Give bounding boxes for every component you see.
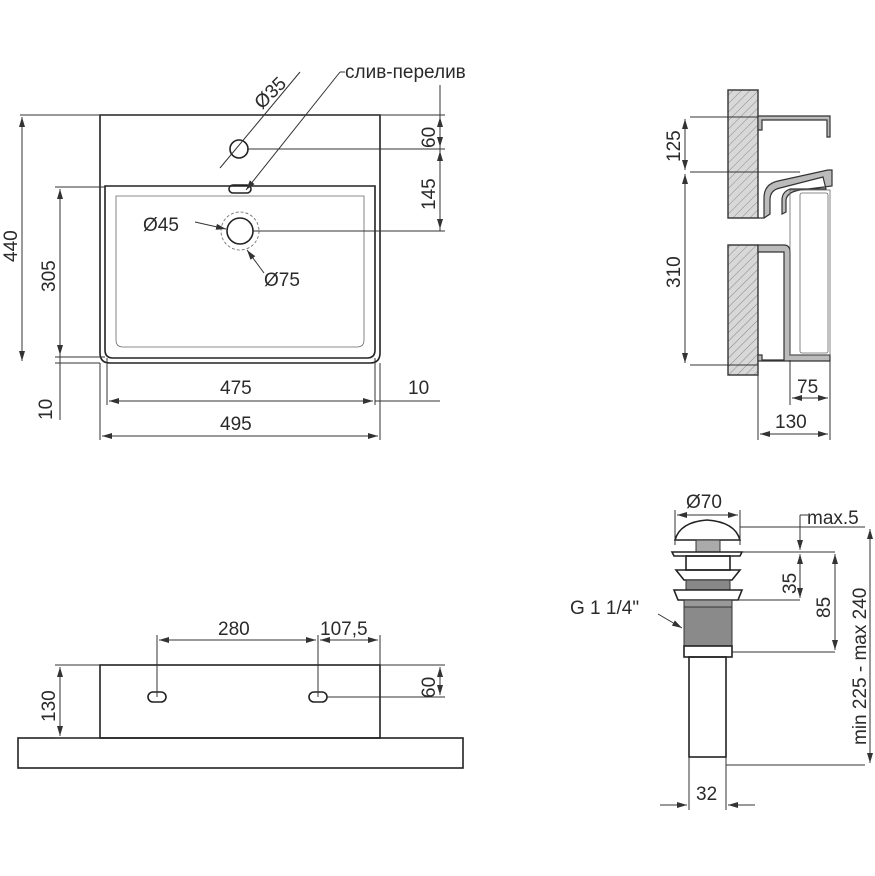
drain-cap: [673, 519, 742, 541]
dim-305: 305: [39, 260, 60, 292]
dim-85: 85: [814, 597, 835, 618]
dim-d75: Ø75: [264, 270, 300, 291]
dim-145: 145: [419, 178, 440, 210]
dim-475: 475: [220, 378, 252, 399]
dim-32: 32: [696, 784, 717, 805]
drain-hole: [226, 217, 254, 245]
thread-label: G 1 1/4": [570, 598, 639, 619]
dim-10-right: 10: [408, 378, 429, 399]
drain-valve: Ø70 max.5 G 1 1/4" 35 85 min 225 - max 2…: [570, 492, 873, 810]
dim-height-range: min 225 - max 240: [850, 588, 871, 745]
dim-107-5: 107,5: [320, 619, 368, 640]
wall-section-bottom: [727, 244, 759, 376]
dim-310: 310: [664, 256, 685, 288]
dim-125: 125: [664, 130, 685, 162]
dim-d70: Ø70: [686, 492, 722, 513]
dim-10-left: 10: [36, 399, 57, 420]
thread: [683, 606, 733, 647]
front-view: 280 107,5 130 60: [17, 619, 464, 769]
tap-hole: [229, 139, 249, 159]
countertop: [17, 737, 464, 769]
dim-280: 280: [218, 619, 250, 640]
bowl-outline: [104, 185, 376, 359]
dim-495: 495: [220, 414, 252, 435]
basin-front: [99, 664, 381, 739]
drain-pipe: [688, 656, 727, 758]
dim-440: 440: [1, 230, 22, 262]
dim-d35: Ø35: [251, 73, 291, 113]
top-view: слив-перелив Ø35 Ø45 Ø75 440 305 10 60 1…: [1, 62, 466, 440]
dim-35: 35: [780, 573, 801, 594]
dim-max5: max.5: [807, 508, 859, 529]
dim-d45: Ø45: [143, 215, 179, 236]
dim-60: 60: [419, 127, 440, 148]
basin-outline: [99, 114, 381, 364]
dim-75: 75: [797, 377, 818, 398]
wall-section-top: [727, 89, 759, 219]
dim-130: 130: [775, 412, 807, 433]
dim-60-front: 60: [419, 677, 440, 698]
side-view: 125 310 75 130: [664, 89, 833, 440]
dim-130-front: 130: [39, 690, 60, 722]
overflow-label: слив-перелив: [345, 62, 466, 83]
